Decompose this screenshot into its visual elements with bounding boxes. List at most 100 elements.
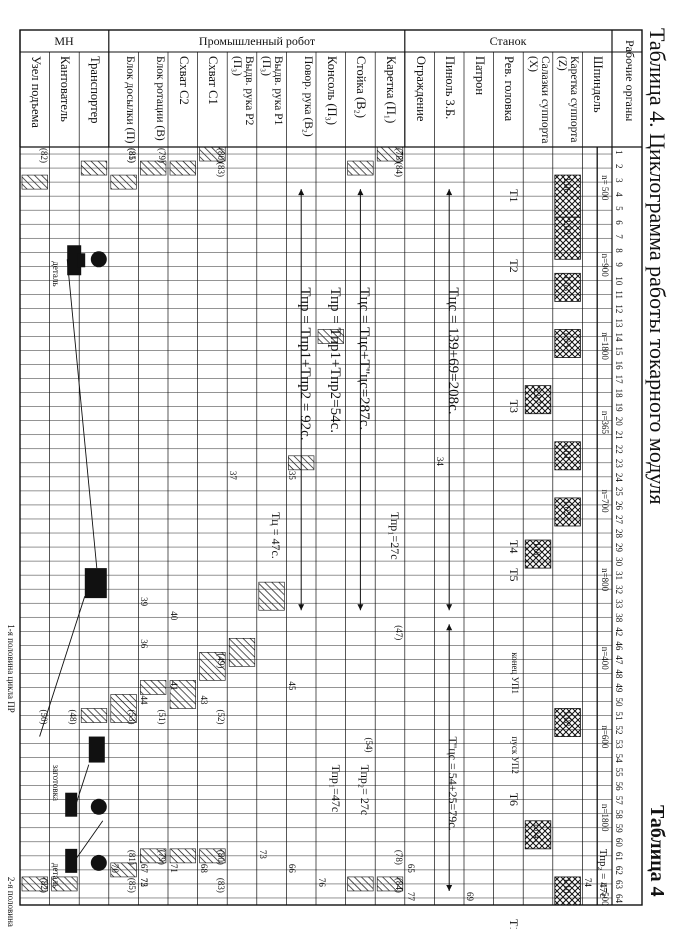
- hatched-bar: [21, 174, 48, 190]
- revhead-note: пуск УП2: [510, 736, 521, 774]
- stage-label-t: T1: [507, 189, 522, 203]
- hatched-bar: [347, 876, 374, 892]
- row-label: Стойка (В₂): [354, 56, 369, 118]
- time-tick-label: 55: [614, 767, 624, 777]
- feed-value: 1.03: [561, 275, 572, 292]
- group-label: МН: [54, 34, 75, 48]
- hatched-bar: [80, 160, 108, 176]
- time-tick-label: 1: [614, 150, 624, 155]
- transfer-path: [66, 259, 98, 569]
- time-tick-label: 53: [614, 739, 624, 749]
- feed-block: [554, 272, 581, 302]
- spindle-speed: n=400: [600, 646, 610, 670]
- feed-value: 1.03: [561, 219, 572, 235]
- revhead-note: конец УП1: [510, 652, 521, 694]
- hatched-bar: [110, 174, 137, 190]
- time-tick-label: 59: [614, 823, 624, 833]
- time-tick-label: 57: [614, 795, 624, 805]
- time-tick-label: 11: [614, 290, 624, 300]
- time-tick-label: 8: [614, 248, 624, 253]
- hatched-bar: [140, 160, 167, 176]
- time-tick-label: 2: [614, 164, 624, 169]
- formula-tc2: Т''цс = 54+25=79с.: [446, 736, 460, 831]
- feed-block: [524, 539, 552, 569]
- hatched-bar: [317, 329, 344, 344]
- workpiece-silhouette: [88, 736, 105, 763]
- time-tick-label: 51: [614, 711, 624, 721]
- time-tick-label: 30: [614, 557, 624, 567]
- caption-detail: деталь: [50, 261, 61, 287]
- time-tick-label: 38: [614, 613, 624, 623]
- time-tick-label: 9: [614, 262, 624, 267]
- time-tick-label: 18: [614, 388, 624, 398]
- position-number: 74: [583, 877, 594, 887]
- position-number: 69: [465, 891, 475, 901]
- row-label: Салазки суппорта (X): [526, 56, 551, 144]
- position-mark: (84): [393, 877, 404, 893]
- time-tick-label: 25: [614, 486, 624, 496]
- time-tick-label: 29: [614, 543, 624, 553]
- time-tick-label: 4: [614, 192, 624, 197]
- time-tick-label: 62: [614, 865, 624, 875]
- position-number: 75: [139, 877, 150, 887]
- position-mark: (48): [68, 709, 79, 725]
- spindle-speed: n=700: [600, 489, 610, 513]
- feed-value: 1.06: [561, 177, 572, 193]
- position-number: 45: [287, 681, 298, 691]
- arrow-head: [357, 604, 364, 611]
- time-tick-label: 48: [614, 669, 624, 679]
- feed-value: 1.06: [532, 542, 542, 558]
- row-label: Рев. головка: [502, 56, 517, 122]
- header-cell: Рабочие органы: [623, 40, 637, 122]
- hatched-bar: [110, 694, 137, 723]
- arrow-head: [298, 189, 305, 196]
- arrow-head: [446, 189, 453, 196]
- position-mark: (81): [127, 849, 138, 865]
- feed-block: [554, 708, 581, 737]
- time-tick-label: 31: [614, 571, 624, 581]
- position-mark: (82): [38, 877, 49, 893]
- time-tick-label: 26: [614, 500, 624, 510]
- hatched-bar: [110, 862, 137, 878]
- time-tick-label: 28: [614, 529, 624, 539]
- spindle-speed: n=800: [600, 568, 610, 592]
- part-ball: [90, 798, 107, 815]
- spindle-speed: n=500: [600, 882, 610, 906]
- group-label: Станок: [489, 34, 527, 48]
- position-mark: (51): [157, 709, 167, 725]
- formula-tpr1-47: Тпр₁=47с: [328, 764, 343, 813]
- row-label: Кантователь: [58, 56, 73, 122]
- row-label: Шпиндель: [591, 56, 606, 113]
- part-ball: [90, 251, 107, 268]
- arrow-head: [446, 604, 453, 611]
- feed-block: [524, 820, 552, 850]
- feed-value: 1.03: [561, 331, 572, 348]
- time-tick-label: 61: [614, 851, 624, 861]
- time-tick-label: 19: [614, 402, 624, 412]
- workpiece-silhouette: [84, 568, 107, 599]
- position-number: 68: [198, 863, 209, 873]
- spindle-speed: n=600: [600, 725, 610, 749]
- position-number: 71: [169, 863, 179, 873]
- position-mark: (83): [216, 162, 227, 178]
- hatched-bar: [80, 708, 108, 723]
- stage-label-t: T3: [507, 399, 522, 413]
- part-ball: [90, 854, 107, 871]
- position-number: 34: [435, 456, 446, 466]
- feed-block: [554, 497, 581, 527]
- position-number: 65: [405, 863, 416, 873]
- row-label: Каретка суппорта (Z): [556, 56, 581, 143]
- position-mark: (78): [393, 849, 404, 865]
- feed-value: 1.02: [561, 499, 572, 516]
- time-tick-label: 50: [614, 697, 624, 707]
- transfer-path: [39, 596, 86, 737]
- formula-tpr2: Тпр = Тпр1+Тпр2 = 92с.: [297, 287, 313, 441]
- hatched-bar: [199, 652, 226, 681]
- stage-label-t: T6: [507, 792, 522, 807]
- position-mark: (79): [157, 849, 167, 865]
- time-tick-label: 47: [614, 655, 624, 665]
- spindle-speed: n=1800: [600, 332, 610, 360]
- formula-tpr1-27: Тпр₁=27с: [387, 511, 402, 560]
- position-mark: (49): [216, 653, 227, 669]
- row-label: Блок ротации (В): [154, 56, 166, 141]
